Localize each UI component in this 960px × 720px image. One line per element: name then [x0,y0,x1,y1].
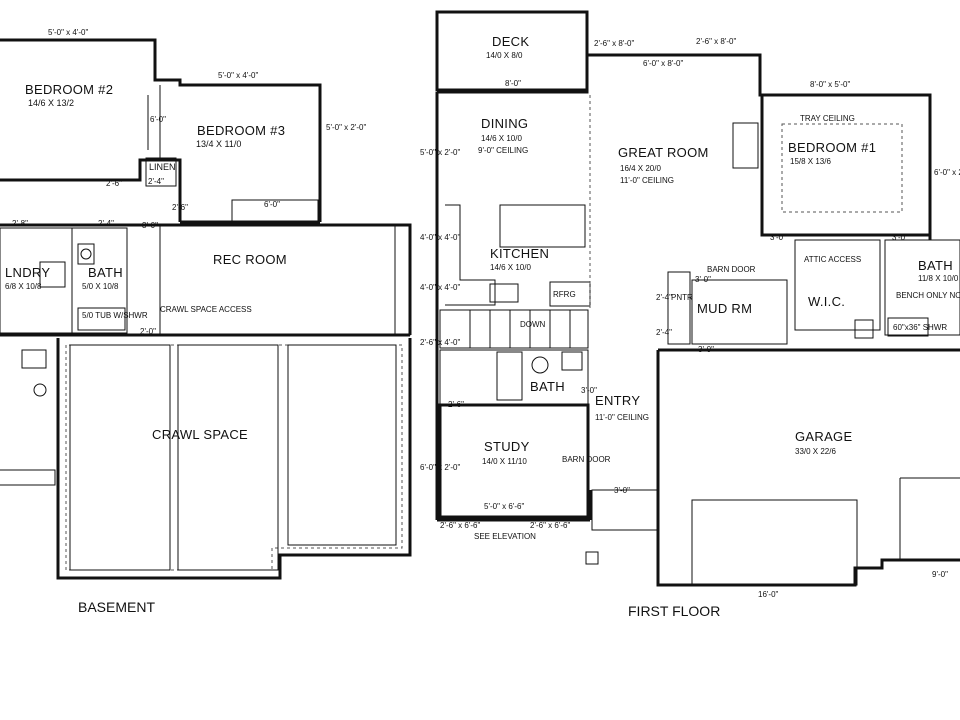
ff-dim-stair-side: 2'-6" x 4'-0" [420,338,460,347]
bedroom1-size: 15/8 X 13/6 [790,157,831,166]
refrigerator-label: RFRG [553,290,576,299]
basement-dim-2-4b: 2'-4" [98,219,114,228]
pantry-label: PNTR [671,293,693,302]
dining-ceiling: 9'-0" CEILING [478,146,528,155]
laundry-name: LNDRY [5,265,50,280]
entry-ceiling: 11'-0" CEILING [595,413,649,422]
ff-dim-3-0d: 3'-0" [698,345,714,354]
study-size: 14/0 X 11/10 [482,457,527,466]
ff-dim-kitchen-side2: 4'-0" x 4'-0" [420,283,460,292]
bedroom3-name: BEDROOM #3 [197,123,285,138]
ff-dim-bottom-b: 2'-6" x 6'-6" [530,521,570,530]
basement-dim-2-0: 2'-0" [140,327,156,336]
rec-room-label: REC ROOM [213,252,287,267]
ff-dim-study-bottom: 5'-0" x 6'-6" [484,502,524,511]
basement-dim-2-8: 2'-8" [12,219,28,228]
bedroom3-size: 13/4 X 11/0 [196,139,241,149]
ff-dim-bottom-a: 2'-6" x 6'-6" [440,521,480,530]
attic-access-label: ATTIC ACCESS [804,255,861,264]
bench-label: BENCH ONLY NO WALL [896,291,960,300]
bedroom1-name: BEDROOM #1 [788,140,876,155]
basement-dim-2-4: 2'-4" [148,177,164,186]
ff-dim-2-6: 2'-6" [448,400,464,409]
kitchen-name: KITCHEN [490,246,549,261]
master-bath-size: 11/8 X 10/0 [918,274,959,283]
ff-dim-3-0f: 3'-0" [614,486,630,495]
ff-dim-bed1-side: 6'-0" x 2'-0" [934,168,960,177]
dining-size: 14/6 X 10/0 [481,134,522,143]
ff-dim-top-b: 2'-6" x 8'-0" [696,37,736,46]
basement-bath-size: 5/0 X 10/8 [82,282,119,291]
bedroom2-name: BEDROOM #2 [25,82,113,97]
ff-dim-dining-side: 5'-0" x 2'-0" [420,148,460,157]
ff-dim-top-a: 2'-6" x 8'-0" [594,39,634,48]
first-floor-title: FIRST FLOOR [628,603,720,619]
basement-dim-6-0: 6'-0" [150,115,166,124]
shower-label: 60"x36" SHWR [893,323,947,332]
first-floor-plan: DECK 14/0 X 8/0 DINING 14/6 X 10/0 9'-0"… [420,10,960,619]
basement-dim-6-0b: 6'-0" [264,200,280,209]
mud-room-label: MUD RM [697,301,752,316]
garage-size: 33/0 X 22/6 [795,447,836,456]
stair-down-label: DOWN [520,320,546,329]
ff-dim-3-0c: 3'-0" [695,275,711,284]
see-elevation-label: SEE ELEVATION [474,532,536,541]
garage-name: GARAGE [795,429,852,444]
deck-name: DECK [492,34,529,49]
great-room-size: 16/4 X 20/0 [620,164,661,173]
ff-dim-2-4b: 2'-4" [656,328,672,337]
entry-name: ENTRY [595,393,640,408]
master-bath-name: BATH [918,258,953,273]
great-room-ceiling: 11'-0" CEILING [620,176,674,185]
basement-dim-top: 5'-0" x 4'-0" [48,28,88,37]
barn-door-study-label: BARN DOOR [562,455,611,464]
basement-title: BASEMENT [78,599,155,615]
bedroom2-size: 14/6 X 13/2 [28,98,74,108]
ff-dim-top-c: 6'-0" x 8'-0" [643,59,683,68]
hall-bath-label: BATH [530,379,565,394]
ff-dim-3-0e: 3'-0" [581,386,597,395]
basement-dim-2-6: 2'-6" [106,179,122,188]
barn-door-label: BARN DOOR [707,265,756,274]
linen-label: LINEN [149,162,176,172]
dining-name: DINING [481,116,528,131]
kitchen-size: 14/6 X 10/0 [490,263,531,272]
basement-plan: BEDROOM #2 14/6 X 13/2 BEDROOM #3 13/4 X… [0,28,412,615]
tub-label: 5/0 TUB W/SHWR [82,311,148,320]
ff-dim-garage-9: 9'-0" [932,570,948,579]
ff-dim-deck-side: 8'-0" [505,79,521,88]
great-room-name: GREAT ROOM [618,145,709,160]
ff-dim-garage-16: 16'-0" [758,590,779,599]
basement-dim-3-0: 3'-0" [142,221,158,230]
basement-bath-name: BATH [88,265,123,280]
tray-ceiling-label: TRAY CEILING [800,114,855,123]
laundry-size: 6/8 X 10/8 [5,282,42,291]
basement-dim-5-0: 5'-0" x 2'-0" [326,123,366,132]
ff-dim-2-4: 2'-4" [656,293,672,302]
wic-label: W.I.C. [808,294,845,309]
crawl-space-label: CRAWL SPACE [152,427,248,442]
crawl-access-label: CRAWL SPACE ACCESS [160,305,252,314]
ff-dim-3-0b: 3'-0" [892,233,908,242]
study-name: STUDY [484,439,530,454]
ff-dim-3-0a: 3'-0" [770,233,786,242]
ff-dim-bed1-top: 8'-0" x 5'-0" [810,80,850,89]
basement-dim-bed3-top: 5'-0" x 4'-0" [218,71,258,80]
ff-dim-study-side: 6'-0" x 2'-0" [420,463,460,472]
deck-size: 14/0 X 8/0 [486,51,523,60]
basement-dim-2-6b: 2'-6" [172,203,188,212]
ff-dim-kitchen-side: 4'-0" x 4'-0" [420,233,460,242]
